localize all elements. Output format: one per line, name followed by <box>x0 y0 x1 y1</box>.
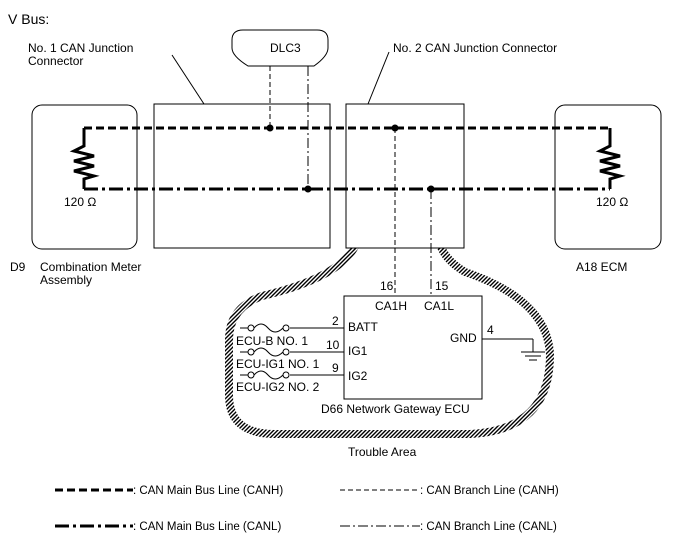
gateway-batt-label: BATT <box>348 320 378 334</box>
gateway-ig1-label: IG1 <box>348 344 368 358</box>
meter-label-line2: Assembly <box>40 273 92 287</box>
fuse-3-label: ECU-IG2 NO. 2 <box>236 380 320 394</box>
gateway-pin-ig2: 9 <box>332 361 339 375</box>
dlc3-connector <box>231 29 329 67</box>
gateway-canl-node <box>427 185 435 193</box>
fuse-1-label: ECU-B NO. 1 <box>236 334 308 348</box>
meter-code: D9 <box>10 260 26 274</box>
gateway-pin-ca1l: 15 <box>435 279 449 293</box>
resistor-right <box>595 128 626 189</box>
junction-connector-1-box <box>153 103 331 249</box>
gateway-gnd-label: GND <box>450 331 477 345</box>
ecm-box <box>554 104 662 250</box>
gateway-ca1h-label: CA1H <box>375 299 407 313</box>
fuse-ecu-b-no1 <box>240 323 290 333</box>
junction-connector-2-box <box>345 103 465 249</box>
legend-branch-canl-label: : CAN Branch Line (CANL) <box>420 521 557 533</box>
gateway-name: D66 Network Gateway ECU <box>321 402 470 416</box>
trouble-area-label: Trouble Area <box>348 445 417 459</box>
gateway-canh-node <box>391 124 399 132</box>
ground-icon <box>521 351 545 361</box>
fuse-ecu-ig2-no2 <box>240 370 290 380</box>
dlc3-canl-node <box>304 185 312 193</box>
legend-branch-canh-label: : CAN Branch Line (CANH) <box>420 485 559 497</box>
gateway-ecu-box <box>343 295 483 400</box>
dlc3-canh-node <box>266 124 274 132</box>
fuse-2-label: ECU-IG1 NO. 1 <box>236 357 320 371</box>
gateway-pin-ca1h: 16 <box>380 279 394 293</box>
ecm-label: A18 ECM <box>576 260 627 274</box>
meter-label-line1: Combination Meter <box>40 260 141 274</box>
resistor-left <box>69 128 100 189</box>
legend-main-canl-label: : CAN Main Bus Line (CANL) <box>133 521 281 533</box>
legend: : CAN Main Bus Line (CANH) : CAN Branch … <box>55 485 559 533</box>
junction-2-label: No. 2 CAN Junction Connector <box>393 41 557 55</box>
gateway-ca1l-label: CA1L <box>424 299 454 313</box>
resistor-left-label: 120 Ω <box>64 195 96 209</box>
junction-1-label-line1: No. 1 CAN Junction <box>28 41 133 55</box>
combination-meter-box <box>31 104 138 250</box>
junction-2-leader <box>367 51 390 105</box>
junction-1-leader <box>171 54 205 105</box>
junction-1-label-line2: Connector <box>28 54 83 68</box>
legend-main-canh-label: : CAN Main Bus Line (CANH) <box>133 485 283 497</box>
fuse-ecu-ig1-no1 <box>240 347 290 357</box>
gateway-pin-gnd: 4 <box>487 323 494 337</box>
resistor-right-label: 120 Ω <box>596 195 628 209</box>
dlc3-label: DLC3 <box>270 41 301 55</box>
diagram-title: V Bus: <box>8 11 49 27</box>
gateway-ig2-label: IG2 <box>348 369 368 383</box>
gateway-pin-batt: 2 <box>332 314 339 328</box>
gateway-pin-ig1: 10 <box>326 338 340 352</box>
